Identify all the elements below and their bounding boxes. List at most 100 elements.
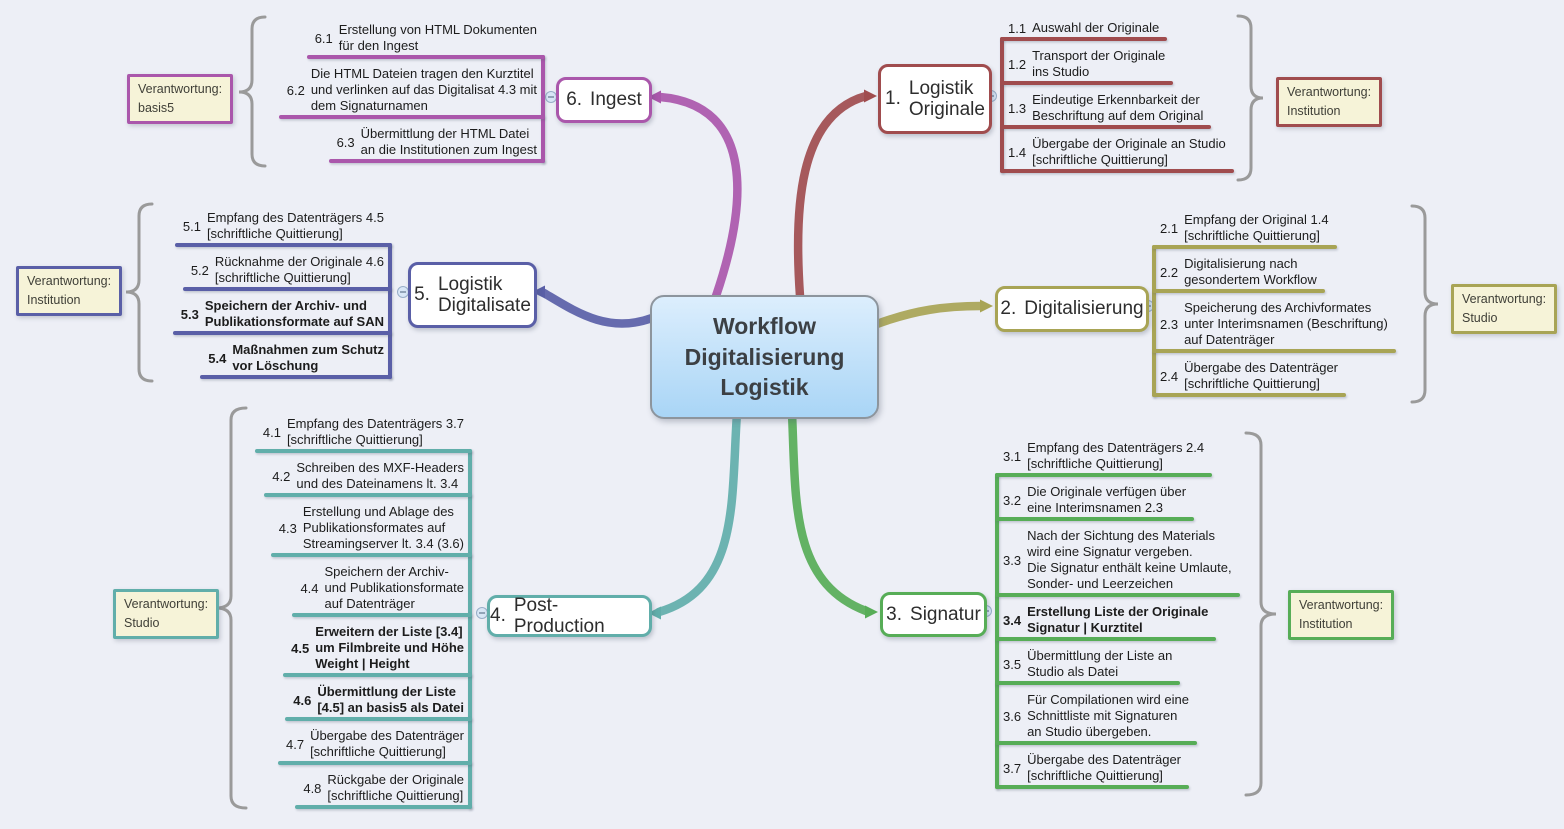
subtopic-text: Übergabe der Originale an Studio [schrif… (1032, 136, 1226, 167)
responsibility-callout-2[interactable]: Verantwortung: Studio (1451, 284, 1558, 334)
subtopic-number: 6.3 (336, 134, 355, 150)
subtopic-text: Maßnahmen zum Schutz vor Löschung (232, 342, 384, 373)
topic-number: 5. (414, 284, 430, 305)
branch-curve-1 (793, 91, 871, 301)
subtopic-text: Empfang der Original 1.4 [schriftliche Q… (1184, 212, 1329, 243)
subtopic-text: Speicherung des Archivformates unter Int… (1184, 300, 1388, 347)
subtopic-text: Empfang des Datenträgers 3.7 [schriftlic… (286, 416, 464, 447)
responsibility-callout-6[interactable]: Verantwortung: basis5 (127, 74, 234, 124)
brace-2 (1410, 204, 1439, 404)
subtopic-text: Übermittlung der Liste [4.5] an basis5 a… (317, 684, 464, 715)
subtopic-number: 4.5 (291, 640, 310, 656)
collapse-icon-5[interactable] (397, 286, 409, 298)
callout-label: Verantwortung: (27, 274, 112, 288)
topic-label: Ingest (590, 89, 642, 111)
subtopic-6-3[interactable]: 6.3 Übermittlung der HTML Datei an die In… (328, 122, 546, 166)
subtopic-5-4[interactable]: 5.4 Maßnahmen zum Schutz vor Löschung (200, 338, 392, 382)
subtopic-text: Erstellung Liste der Originale Signatur … (1027, 604, 1209, 635)
topic-6-ingest[interactable]: 6. Ingest (556, 77, 652, 123)
branch-line (1000, 37, 1004, 173)
subtopic-text: Übermittlung der HTML Datei an die Insti… (360, 126, 537, 157)
subtopic-text: Schreiben des MXF-Headers und des Datein… (296, 460, 464, 491)
responsibility-callout-5[interactable]: Verantwortung: Institution (16, 266, 123, 316)
brace-5 (125, 202, 154, 383)
branch-curve-4 (654, 408, 742, 617)
topic-number: 2. (1000, 298, 1017, 319)
topic-3-signatur[interactable]: 3. Signatur (880, 592, 987, 637)
subtopic-number: 3.3 (1003, 552, 1022, 568)
subtopic-number: 2.2 (1160, 264, 1179, 280)
central-topic[interactable]: Workflow Digitalisierung Logistik (650, 295, 879, 419)
subtopic-number: 4.4 (300, 580, 319, 596)
brace-6 (238, 15, 267, 168)
callout-label: Verantwortung: (1462, 292, 1547, 306)
responsibility-callout-1[interactable]: Verantwortung: Institution (1276, 77, 1383, 127)
subtopic-number: 6.1 (314, 30, 333, 46)
collapse-icon-6[interactable] (545, 91, 557, 103)
collapse-icon-4[interactable] (476, 607, 488, 619)
branch-line (1152, 245, 1156, 397)
subtopic-number: 4.8 (303, 780, 322, 796)
subtopic-number: 5.4 (208, 350, 227, 366)
responsibility-callout-3[interactable]: Verantwortung: Institution (1288, 590, 1395, 640)
subtopic-text: Rückgabe der Originale [schriftliche Qui… (327, 772, 464, 803)
topic-5-logistik-digitalisate[interactable]: 5. Logistik Digitalisate (408, 262, 537, 328)
subtopic-text: Auswahl der Originale (1032, 20, 1160, 35)
subtopic-4-4[interactable]: 4.4 Speichern der Archiv- und Publikation… (292, 560, 472, 620)
subtopic-text: Eindeutige Erkennbarkeit der Beschriftun… (1032, 92, 1204, 123)
subtopic-text: Digitalisierung nach gesondertem Workflo… (1184, 256, 1317, 287)
branch-line (388, 243, 392, 379)
brace-3 (1244, 431, 1277, 797)
branch-line (468, 449, 472, 809)
topic-label: Post-Production (513, 594, 605, 637)
callout-value: Studio (124, 615, 160, 630)
subtopic-number: 3.5 (1003, 656, 1022, 672)
topic-label: Digitalisierung (1024, 298, 1144, 320)
subtopic-text: Übergabe des Datenträger [schriftliche Q… (310, 728, 464, 759)
topic-4-post-production[interactable]: 4. Post-Production (487, 595, 652, 637)
subtopic-2-2[interactable]: 2.2 Digitalisierung nach gesondertem Work… (1152, 252, 1325, 296)
subtopic-number: 5.2 (190, 262, 209, 278)
topic-1-logistik-originale[interactable]: 1. Logistik Originale (878, 64, 992, 134)
subtopic-number: 3.1 (1003, 448, 1022, 464)
subtopic-number: 1.2 (1008, 56, 1027, 72)
brace-4 (215, 406, 248, 810)
responsibility-callout-4[interactable]: Verantwortung: Studio (113, 589, 220, 639)
subtopic-2-3[interactable]: 2.3 Speicherung des Archivformates unter … (1152, 296, 1396, 356)
subtopic-text: Speichern der Archiv- und Publikationsfo… (324, 564, 464, 611)
subtopic-number: 2.3 (1160, 316, 1179, 332)
subtopic-number: 3.7 (1003, 760, 1022, 776)
subtopic-4-8[interactable]: 4.8 Rückgabe der Originale [schriftliche … (295, 768, 472, 812)
arrow-icon-1 (864, 89, 877, 103)
topic-2-digitalisierung[interactable]: 2. Digitalisierung (995, 286, 1149, 332)
branch-curve-3 (787, 408, 871, 616)
